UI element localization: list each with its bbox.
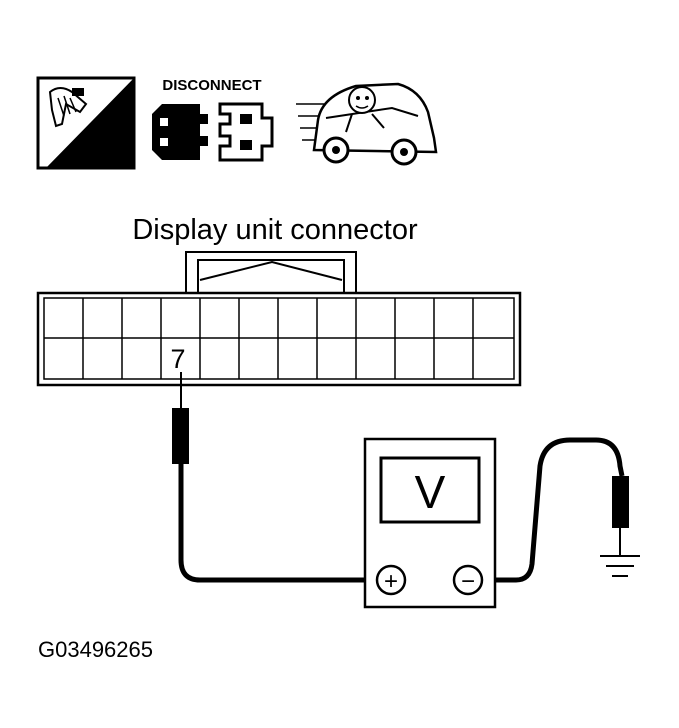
terminal-grid (44, 298, 514, 379)
negative-test-lead (482, 437, 629, 583)
negative-terminal: − (452, 564, 484, 596)
ground-icon (600, 555, 640, 577)
display-unit-connector: 7 (36, 251, 522, 387)
voltmeter: V + − (363, 437, 497, 609)
meter-display-symbol: V (415, 466, 446, 518)
negative-symbol: − (461, 568, 475, 595)
positive-terminal: + (375, 564, 407, 596)
positive-test-lead (172, 372, 376, 583)
disconnect-label: DISCONNECT (162, 77, 261, 94)
connector-title: Display unit connector (132, 214, 418, 246)
figure-code: G03496265 (38, 637, 153, 662)
hs-label: H.S. (82, 141, 125, 166)
hand-tester-icon: H.S. (36, 76, 136, 170)
driving-car-icon (296, 82, 438, 166)
terminal-7-label: 7 (170, 344, 185, 374)
disconnect-connector-icon: DISCONNECT (152, 77, 274, 162)
positive-symbol: + (384, 568, 398, 595)
